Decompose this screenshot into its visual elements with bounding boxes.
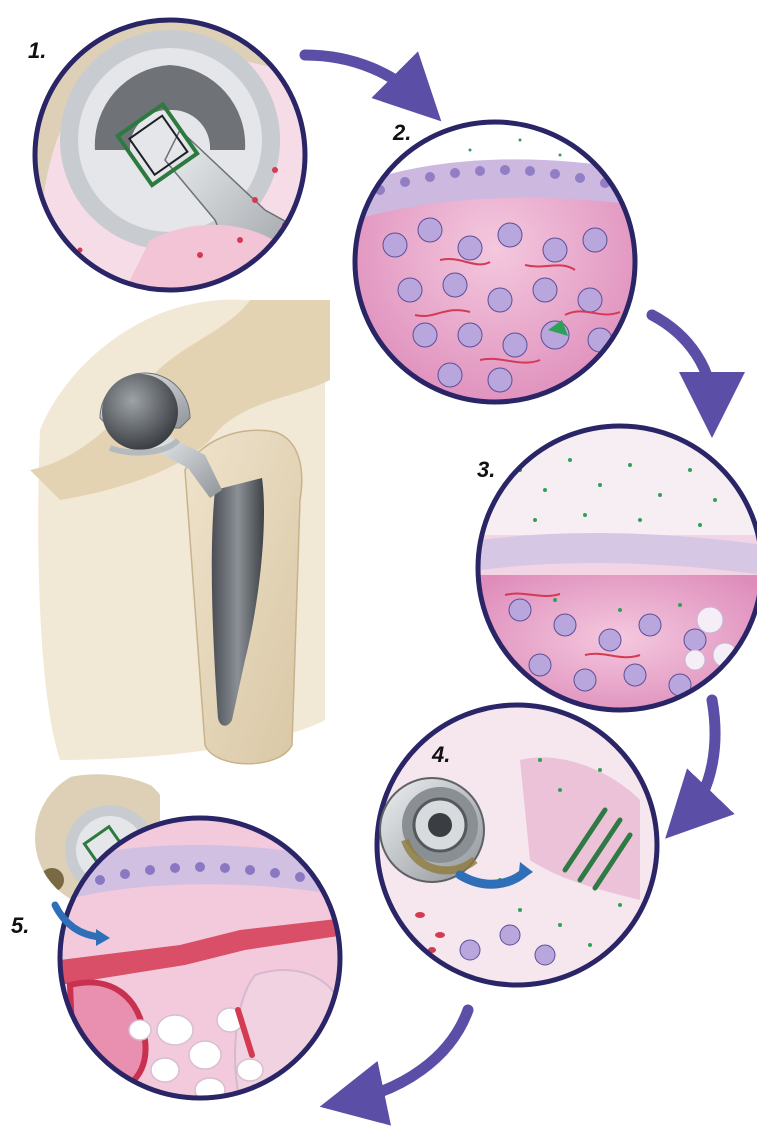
- circle-step-4: [375, 705, 660, 990]
- circle-step-1: [30, 15, 315, 300]
- hip-implant-illustration: [30, 300, 330, 764]
- step-label-2: 2.: [393, 120, 411, 146]
- circle-step-5: [55, 818, 345, 1103]
- femoral-head: [102, 374, 178, 450]
- step-label-1: 1.: [28, 38, 46, 64]
- curved-arrow-icon-3: [688, 700, 715, 815]
- circle-step-2: [350, 120, 640, 405]
- curved-arrow-icon-1: [305, 55, 418, 98]
- step-label-3: 3.: [477, 457, 495, 483]
- acetabular-cup-icon: [380, 778, 484, 882]
- step-label-4: 4.: [432, 742, 450, 768]
- curved-arrow-icon-4: [352, 1010, 468, 1100]
- step-label-5: 5.: [11, 913, 29, 939]
- circle-step-3: [475, 425, 757, 715]
- curved-arrow-icon-2: [652, 315, 712, 405]
